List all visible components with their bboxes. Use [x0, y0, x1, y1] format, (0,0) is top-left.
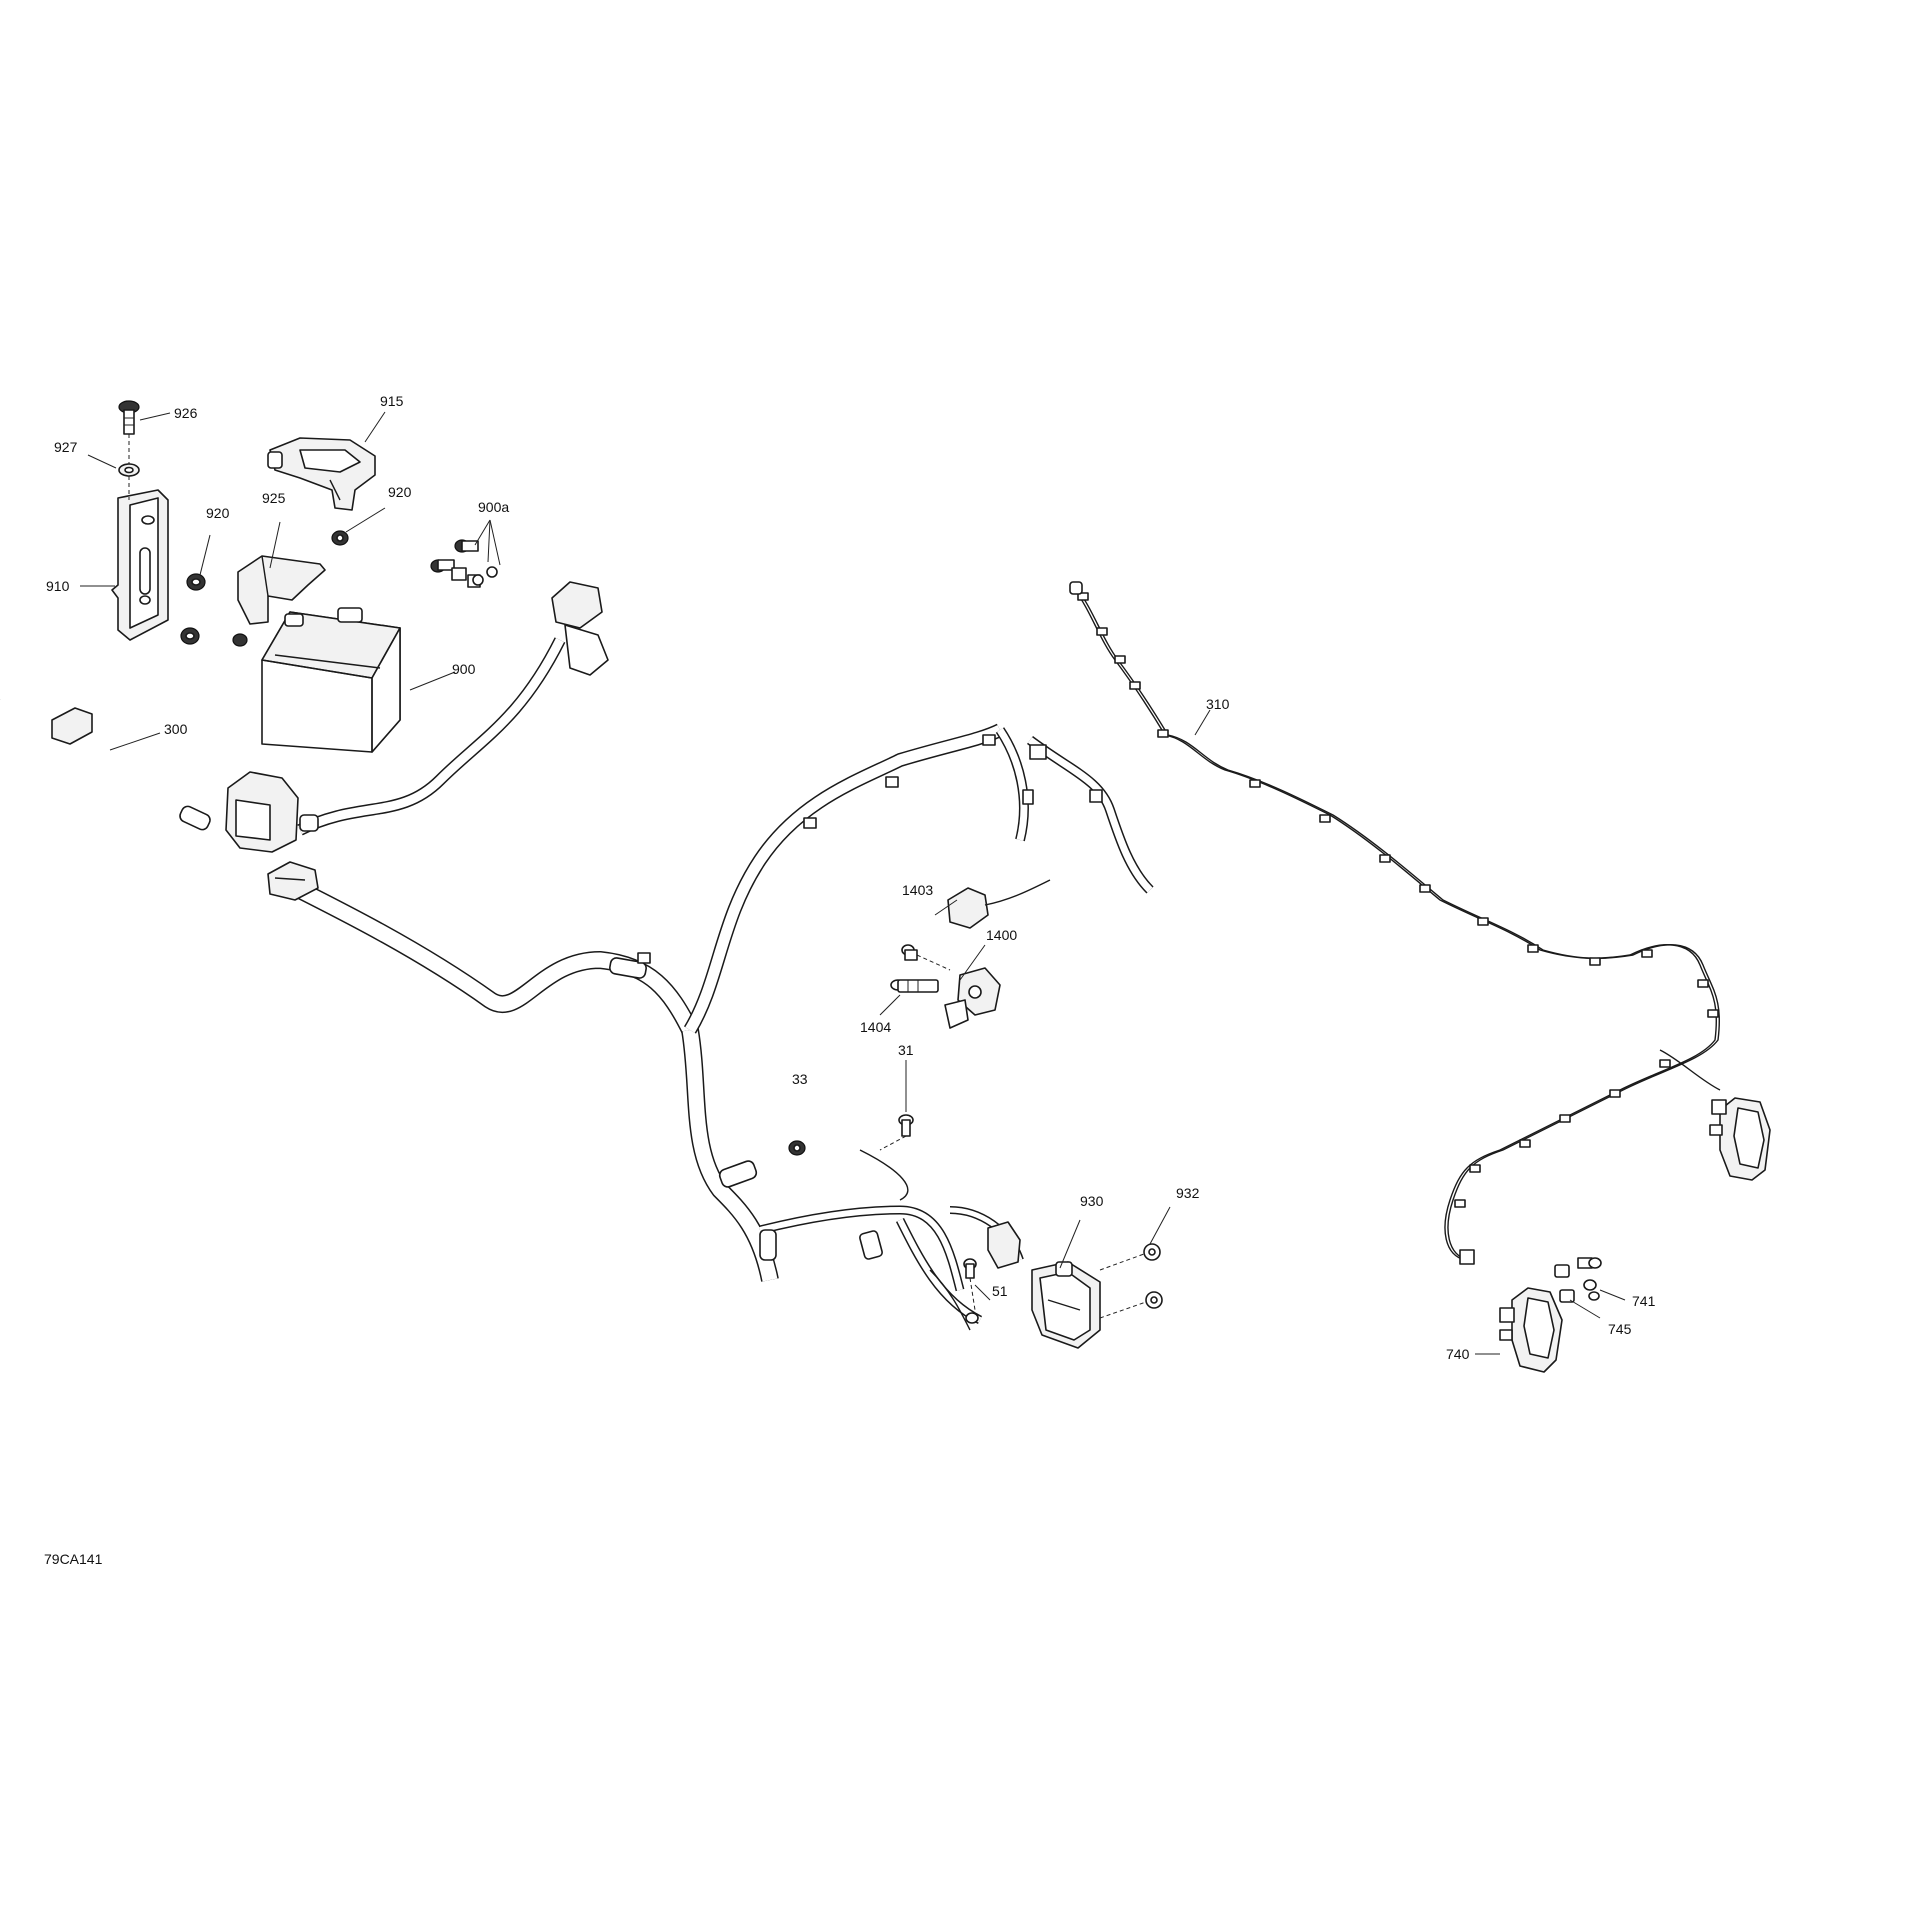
fuse-box	[225, 771, 319, 853]
callout-51: 51	[992, 1283, 1008, 1299]
sensor-1400	[944, 967, 1001, 1029]
callout-927: 927	[54, 439, 78, 455]
main-harness-300	[0, 637, 1154, 1331]
connector-300-lower	[267, 861, 319, 901]
harness-clips	[637, 734, 1103, 964]
leader-lines	[80, 411, 1626, 1355]
screw-926	[118, 400, 140, 500]
callout-926: 926	[174, 405, 198, 421]
callout-925: 925	[262, 490, 286, 506]
connector-1403	[947, 879, 1051, 929]
screw-1403	[901, 944, 951, 971]
callout-740: 740	[1446, 1346, 1470, 1362]
callout-1400: 1400	[986, 927, 1017, 943]
screw-51	[963, 1258, 979, 1324]
connector-300-left	[51, 707, 93, 745]
rear-harness-310	[1069, 581, 1721, 1265]
callout-300: 300	[164, 721, 188, 737]
nuts-932	[1099, 1243, 1163, 1319]
bracket-910	[111, 489, 169, 641]
nut-33	[788, 1140, 806, 1156]
connector-lower-middle	[859, 1221, 1021, 1269]
callout-741: 741	[1632, 1293, 1656, 1309]
callout-1403: 1403	[902, 882, 933, 898]
callout-745: 745	[1608, 1321, 1632, 1337]
washer-927	[118, 463, 140, 477]
clamp-925	[237, 555, 326, 625]
callout-920-right: 920	[388, 484, 412, 500]
callout-labels: 926 927 915 920 920 925 900a 910 900 300…	[44, 393, 1656, 1567]
module-930	[1031, 1261, 1101, 1349]
hardware-900a	[430, 539, 498, 588]
drawing-code: 79CA141	[44, 1551, 103, 1567]
callout-900: 900	[452, 661, 476, 677]
callout-1404: 1404	[860, 1019, 891, 1035]
callout-33: 33	[792, 1071, 808, 1087]
tail-light-740	[1499, 1287, 1563, 1373]
bolt-1404	[890, 979, 939, 993]
callout-920-left: 920	[206, 505, 230, 521]
callout-930: 930	[1080, 1193, 1104, 1209]
nuts-920	[180, 530, 349, 647]
callout-310: 310	[1206, 696, 1230, 712]
connector-upper-battery	[551, 581, 609, 676]
light-hardware-741-745	[1554, 1257, 1602, 1303]
hold-down-915	[267, 437, 376, 511]
callout-31: 31	[898, 1042, 914, 1058]
callout-915: 915	[380, 393, 404, 409]
screw-31	[879, 1114, 914, 1151]
callout-900a: 900a	[478, 499, 509, 515]
tail-light-upper	[1709, 1097, 1771, 1181]
callout-910: 910	[46, 578, 70, 594]
battery-900	[261, 607, 401, 753]
callout-932: 932	[1176, 1185, 1200, 1201]
